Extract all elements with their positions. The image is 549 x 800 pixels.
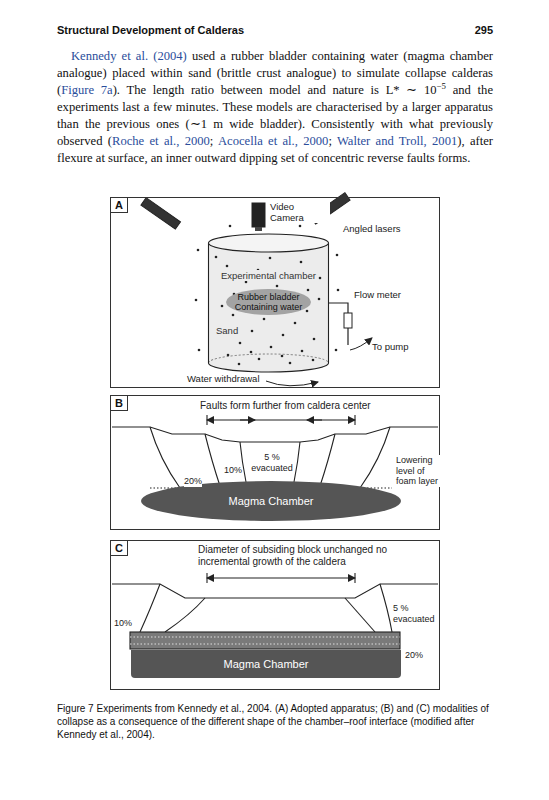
fault: [140, 584, 160, 632]
page-number: 295: [453, 24, 493, 36]
figure-label: Water withdrawal: [187, 373, 260, 384]
chamber-shape: Magma Chamber: [141, 481, 401, 521]
evacuated-layer: [130, 632, 400, 649]
paragraph-text: ;: [328, 134, 332, 148]
panel-letter: A: [111, 198, 128, 213]
figure-label: 5 % evacuated: [251, 452, 293, 473]
ground-surface: [112, 584, 438, 598]
shape-text: Rubber bladder Containing water: [230, 292, 307, 312]
figure-label: 20%: [184, 476, 202, 487]
figure-label: Video Camera: [270, 201, 330, 223]
paragraph-text: ). The length ratio between model and na…: [113, 83, 437, 97]
experimental-chamber: Experimental chamberSand Rubber bladder C…: [206, 233, 331, 378]
chamber-label: Experimental chamber: [219, 270, 318, 281]
paragraph-text: −5: [437, 81, 446, 91]
arrow: [266, 381, 318, 386]
figure-label: To pump: [372, 341, 408, 352]
figure-label: 10%: [224, 465, 242, 476]
fault: [240, 442, 246, 482]
fault: [294, 442, 300, 482]
chamber-shape: Rubber bladder Containing water: [226, 289, 311, 315]
figure-label: 20%: [405, 650, 423, 661]
citation-link: Walter and Troll, 2001: [337, 134, 457, 148]
figure-label: Angled lasers: [343, 223, 401, 234]
citation-link: Figure 7a: [61, 83, 112, 97]
citation-link: Acocella et al., 2000: [218, 134, 328, 148]
citation-link: Roche et al., 2000: [112, 134, 210, 148]
citation-link: Kennedy et al. (2004): [71, 49, 187, 63]
figure-label: Faults form further from caldera center: [200, 400, 371, 412]
body-paragraph: Kennedy et al. (2004) used a rubber blad…: [57, 48, 493, 167]
fault: [345, 598, 375, 632]
video-camera: [252, 203, 265, 227]
figure-label: Diameter of subsiding block unchanged no…: [198, 544, 398, 567]
shape-text: Magma Chamber: [224, 658, 309, 670]
figure-label: Lowering level of foam layer: [396, 455, 440, 487]
fault: [320, 434, 335, 486]
fault: [150, 427, 180, 488]
fault: [205, 434, 220, 486]
fault: [360, 427, 390, 488]
figure-caption: Figure 7 Experiments from Kennedy et al.…: [57, 702, 493, 741]
figure-label: Flow meter: [354, 289, 401, 300]
panel-c-art: [112, 573, 438, 649]
shape-text: Magma Chamber: [229, 495, 314, 507]
paragraph-text: ;: [210, 134, 214, 148]
chamber-shape: Magma Chamber: [131, 650, 401, 678]
fault: [380, 584, 392, 632]
fault: [165, 598, 205, 632]
panel-a-art: [141, 193, 372, 386]
material-label: Sand: [214, 325, 240, 336]
figure-label: 5 % evacuated: [393, 603, 438, 624]
panel-b-art: [112, 415, 438, 488]
arrow: [350, 338, 372, 350]
figure-label: 10%: [114, 618, 132, 629]
running-head: Structural Development of Calderas: [57, 24, 244, 36]
laser: [141, 198, 181, 229]
flow-meter: [344, 313, 352, 328]
panel-letter: C: [111, 541, 128, 556]
panel-letter: B: [111, 396, 128, 411]
